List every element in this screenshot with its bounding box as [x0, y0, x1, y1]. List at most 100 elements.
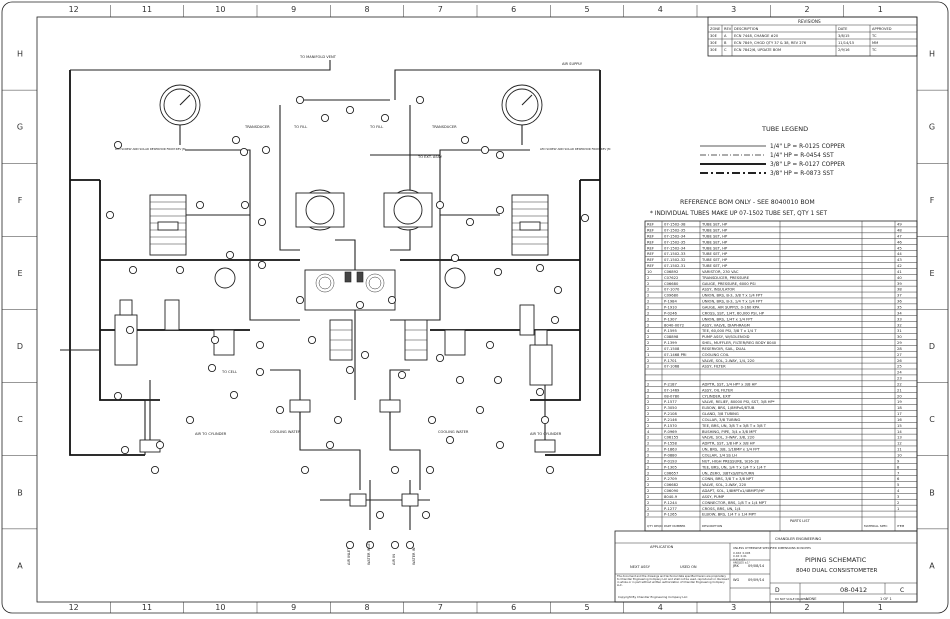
bom-cell: SHEL, MUFFLER, FILTER/REG BODY 8040 [702, 341, 777, 345]
item-balloon [295, 295, 305, 305]
bom-cell: ADAPT, SOL, 1/8MPTx1/4BMPT/HP [702, 489, 765, 493]
item-balloon [207, 363, 217, 373]
bom-cell: 2 [647, 394, 649, 398]
item-balloon [435, 353, 445, 363]
bom-cell: 2 [647, 306, 649, 310]
bom-cell: 34 [897, 311, 902, 315]
tube-legend-item: 3/8" HP = R-0873 SST [770, 171, 834, 177]
cooling-coils [304, 269, 396, 311]
item-balloon [229, 390, 239, 400]
zone-top-9: 9 [291, 5, 296, 14]
revisions-header: ZONE [710, 27, 721, 31]
reservoir-right [511, 194, 549, 256]
zone-top-7: 7 [438, 5, 443, 14]
bom-cell: 46 [897, 240, 902, 244]
bom-cell: 30 [897, 335, 902, 339]
revisions-cell: A [724, 34, 727, 38]
bom-cell: COLLAR, 3/8 TUBING [702, 418, 741, 422]
bom-cell: 2 [647, 388, 649, 392]
bom-cell: ASSY, VALVE, DIAPHRAGM [702, 323, 750, 327]
bom-cell: 07-1508 [664, 347, 680, 351]
bom-tube-note: * INDIVIDUAL TUBES MAKE UP 07-1502 TUBE … [650, 211, 827, 217]
bom-cell: 2 [897, 501, 899, 505]
inlet-label: AIR IN [392, 554, 396, 565]
bom-cell: 2 [647, 412, 649, 416]
zone-left-A: A [17, 561, 23, 570]
label-to-fill-left: TO FILL [293, 125, 307, 129]
filter-assy-right [519, 304, 553, 386]
item-balloon [495, 205, 505, 215]
bom-cell: 2 [647, 495, 649, 499]
revisions-cell: ECN 7849, CHGD QTY 37 & 38, REV 276 [734, 41, 807, 45]
bom-cell: 43 [897, 258, 902, 262]
bom-cell: UNION, BRS, 1/4T x 1/4 FPT [702, 317, 753, 321]
drawing-size: D [775, 587, 780, 594]
bom-cell: C07622 [664, 276, 678, 280]
zone-left-B: B [17, 488, 23, 497]
revisions-title: REVISIONS [798, 19, 821, 24]
bom-cell: 2 [647, 471, 649, 475]
zone-top-5: 5 [584, 5, 589, 14]
bom-cell: P-1265 [664, 513, 678, 517]
item-balloon [375, 510, 385, 520]
bom-cell: COLLAR, 1/4 SS LH [702, 454, 737, 458]
line-t [389, 400, 421, 490]
bom-cell: COOLING COIL [702, 353, 730, 357]
bom-header: MATERIAL SPEC [864, 524, 888, 528]
bom-cell: 4 [647, 329, 650, 333]
bom-cell: P-0880 [664, 454, 678, 458]
zone-bottom-3: 3 [731, 603, 736, 612]
pressure-gauge-left [159, 84, 201, 145]
bom-cell: 2 [647, 311, 649, 315]
bom-cell: REF [647, 246, 654, 250]
tolerances-label: UNLESS OTHERWISE SPECIFIED DIMENSIONS IN… [733, 546, 811, 550]
line-b [390, 165, 441, 321]
item-balloon [300, 465, 310, 475]
item-balloon [175, 265, 185, 275]
bom-cell: 2 [647, 418, 649, 422]
zone-left-C: C [17, 415, 23, 424]
item-balloon [475, 405, 485, 415]
bom-cell: P-0193 [664, 459, 678, 463]
bom-cell: P-1984 [664, 300, 678, 304]
item-balloon [380, 113, 390, 123]
zone-right-C: C [929, 415, 935, 424]
zone-bottom-7: 7 [438, 603, 443, 612]
bom-cell: 5 [897, 483, 900, 487]
item-balloon [325, 440, 335, 450]
item-balloon [128, 265, 138, 275]
bom-cell: 14 [897, 430, 902, 434]
supply-left [70, 60, 331, 71]
inner-loop-right [530, 180, 581, 401]
bom-cell: REF [647, 252, 654, 256]
revisions-cell: TC [871, 34, 877, 38]
bom-cell: 07-1502-38 [664, 223, 686, 227]
bom-cell: 08-0780 [664, 394, 680, 398]
zone-bottom-10: 10 [215, 603, 225, 612]
title-line-1: PIPING SCHEMATIC [805, 556, 867, 564]
outer-loop-left [69, 70, 145, 456]
item-balloon [105, 210, 115, 220]
tube-legend: TUBE LEGEND 1/4" LP = R-0125 COPPER1/4" … [700, 125, 845, 177]
bom-cell: GAUGE, AIR SUPPLY, 0-160 KPA [702, 306, 760, 310]
item-balloon [113, 391, 123, 401]
zone-bottom-5: 5 [584, 603, 589, 612]
line-g [279, 105, 300, 251]
bom-cell: UNION, BRS, B-3, 3/8 T x 1/4 FPT [702, 294, 763, 298]
bom-cell: 2 [647, 448, 649, 452]
bom-cell: UN, ZERO, 3/8TxS/8T&TURN [702, 471, 754, 475]
zone-top-2: 2 [804, 5, 809, 14]
bom-cell: 35 [897, 306, 902, 310]
bom-cell: BUSHING, PIPE, 3/4 x 3/8 MPT [702, 430, 758, 434]
bom-cell: 6 [897, 477, 900, 481]
zone-left-D: D [17, 342, 23, 351]
revisions-header: DESCRIPTION [734, 27, 759, 31]
bom-cell: 07-1502-35 [664, 240, 686, 244]
cylinder-right [404, 319, 428, 361]
item-balloon [239, 147, 249, 157]
bom-cell: 2 [647, 335, 649, 339]
